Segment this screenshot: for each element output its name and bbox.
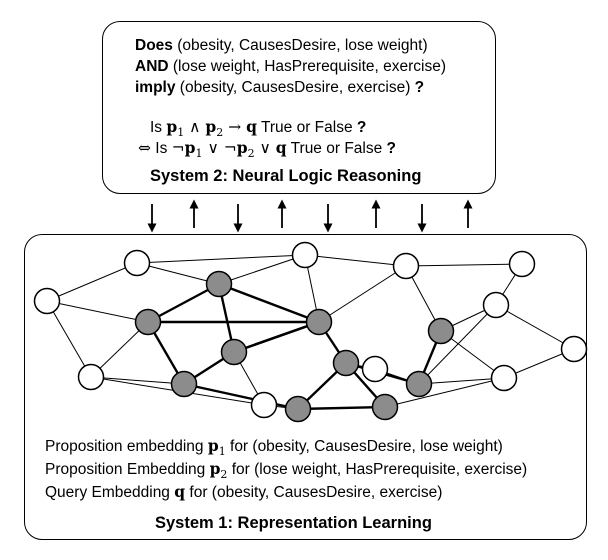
entity-node-empty-i (291, 241, 319, 269)
edge-strong-h-f (233, 320, 320, 354)
entity-node-filled-l (332, 349, 360, 377)
entity-node-filled-m (371, 393, 399, 421)
emb1-suffix: for (obesity, CausesDesire, lose weight) (225, 438, 503, 455)
logic2-neg1: ¬ (171, 139, 185, 157)
premise-1-keyword: Does (135, 37, 173, 54)
premise-2-triple: (lose weight, HasPrerequisite, exercise) (168, 58, 446, 75)
entity-node-filled-n (405, 370, 433, 398)
graph-nodes (33, 241, 588, 423)
logic2-p2: p (236, 138, 248, 157)
system2-title: System 2: Neural Logic Reasoning (150, 167, 422, 185)
edge-c-g (90, 376, 185, 385)
logic1-prefix: Is (150, 119, 167, 136)
edge-s-n (418, 304, 497, 385)
premise-2: AND (lose weight, HasPrerequisite, exerc… (135, 56, 446, 77)
logic1-arrow: → (223, 118, 247, 136)
entity-node-empty-u (560, 335, 588, 363)
emb2-prefix: Proposition Embedding (45, 461, 210, 478)
emb1-sub: 1 (218, 445, 226, 459)
logic2-equiv: ⇔ (138, 139, 151, 157)
emb3-prefix: Query Embedding (45, 484, 175, 501)
logic2-or1: ∨ (202, 139, 224, 157)
entity-node-filled-g (170, 370, 198, 398)
logic2-or2: ∨ (254, 139, 276, 157)
logic-expression-disjunction: ⇔ Is ¬p1 ∨ ¬p2 ∨ q True or False ? (138, 137, 396, 164)
entity-node-empty-t (490, 364, 518, 392)
entity-node-filled-h (305, 308, 333, 336)
edge-strong-g-k (183, 382, 299, 411)
logic1-and: ∧ (184, 118, 206, 136)
conclusion-question-mark: ? (414, 79, 425, 96)
entity-node-empty-j (250, 391, 278, 419)
logic2-p1: p (184, 138, 196, 157)
conclusion-keyword: imply (135, 79, 176, 96)
logic1-sub1: 1 (177, 126, 185, 140)
logic1-p1: p (166, 117, 178, 136)
logic1-p2: p (205, 117, 217, 136)
logic2-sub1: 1 (195, 147, 203, 161)
edge-a-d (46, 300, 149, 323)
emb3-vector: q (174, 482, 186, 501)
premise-1-triple: (obesity, CausesDesire, lose weight) (172, 37, 428, 54)
emb2-vector: p (209, 459, 221, 478)
embedding-q: Query Embedding q for (obesity, CausesDe… (45, 481, 442, 503)
edge-t-m (384, 377, 505, 408)
edge-a-b (46, 262, 138, 302)
entity-node-filled-f (220, 338, 248, 366)
logic1-sub2: 2 (216, 126, 224, 140)
entity-node-filled-d (134, 308, 162, 336)
logic2-q: q (275, 138, 287, 157)
entity-node-filled-o (427, 317, 455, 345)
edge-b-e (136, 262, 220, 285)
emb2-suffix: for (lose weight, HasPrerequisite, exerc… (227, 461, 528, 478)
entity-node-empty-p (361, 355, 389, 383)
premise-2-keyword: AND (135, 58, 169, 75)
logic2-suffix: True or False (286, 140, 387, 157)
logic-expression-implication: Is p1 ∧ p2 → q True or False ? (150, 116, 366, 143)
entity-node-filled-e (205, 270, 233, 298)
edge-q-h (318, 265, 407, 323)
emb3-suffix: for (obesity, CausesDesire, exercise) (185, 484, 443, 501)
edge-b-i (136, 254, 306, 264)
embedding-p2: Proposition Embedding p2 for (lose weigh… (45, 458, 527, 485)
edge-s-u (495, 304, 575, 350)
edge-strong-e-h (218, 282, 320, 324)
logic2-neg2: ¬ (223, 139, 237, 157)
logic2-prefix: Is (151, 140, 172, 157)
edge-a-c (46, 300, 92, 378)
edge-i-q (304, 254, 407, 267)
emb2-sub: 2 (220, 468, 228, 482)
conclusion: imply (obesity, CausesDesire, exercise) … (135, 77, 424, 98)
logic2-sub2: 2 (247, 147, 255, 161)
entity-node-empty-q (392, 252, 420, 280)
edge-i-e (218, 254, 306, 285)
emb1-vector: p (207, 436, 219, 455)
logic1-suffix: True or False (256, 119, 357, 136)
premise-1: Does (obesity, CausesDesire, lose weight… (135, 35, 428, 56)
system1-panel (24, 234, 587, 540)
edge-strong-m-k (297, 405, 386, 411)
entity-node-empty-s (482, 291, 510, 319)
entity-node-empty-c (77, 363, 105, 391)
entity-node-empty-r (508, 250, 536, 278)
edge-strong-d-e (147, 282, 220, 324)
logic1-question-mark: ? (356, 119, 367, 136)
system1-title: System 1: Representation Learning (155, 514, 432, 532)
entity-node-filled-k (284, 395, 312, 423)
entity-node-empty-a (33, 287, 61, 315)
conclusion-triple: (obesity, CausesDesire, exercise) (175, 79, 415, 96)
edge-q-r (405, 263, 523, 267)
edge-t-n (418, 377, 505, 385)
entity-node-empty-b (123, 249, 151, 277)
system2-panel (102, 21, 496, 194)
logic2-question-mark: ? (386, 140, 397, 157)
arrows-group (147, 199, 473, 233)
logic1-q: q (246, 117, 257, 136)
emb1-prefix: Proposition embedding (45, 438, 208, 455)
embedding-p1: Proposition embedding p1 for (obesity, C… (45, 435, 503, 462)
